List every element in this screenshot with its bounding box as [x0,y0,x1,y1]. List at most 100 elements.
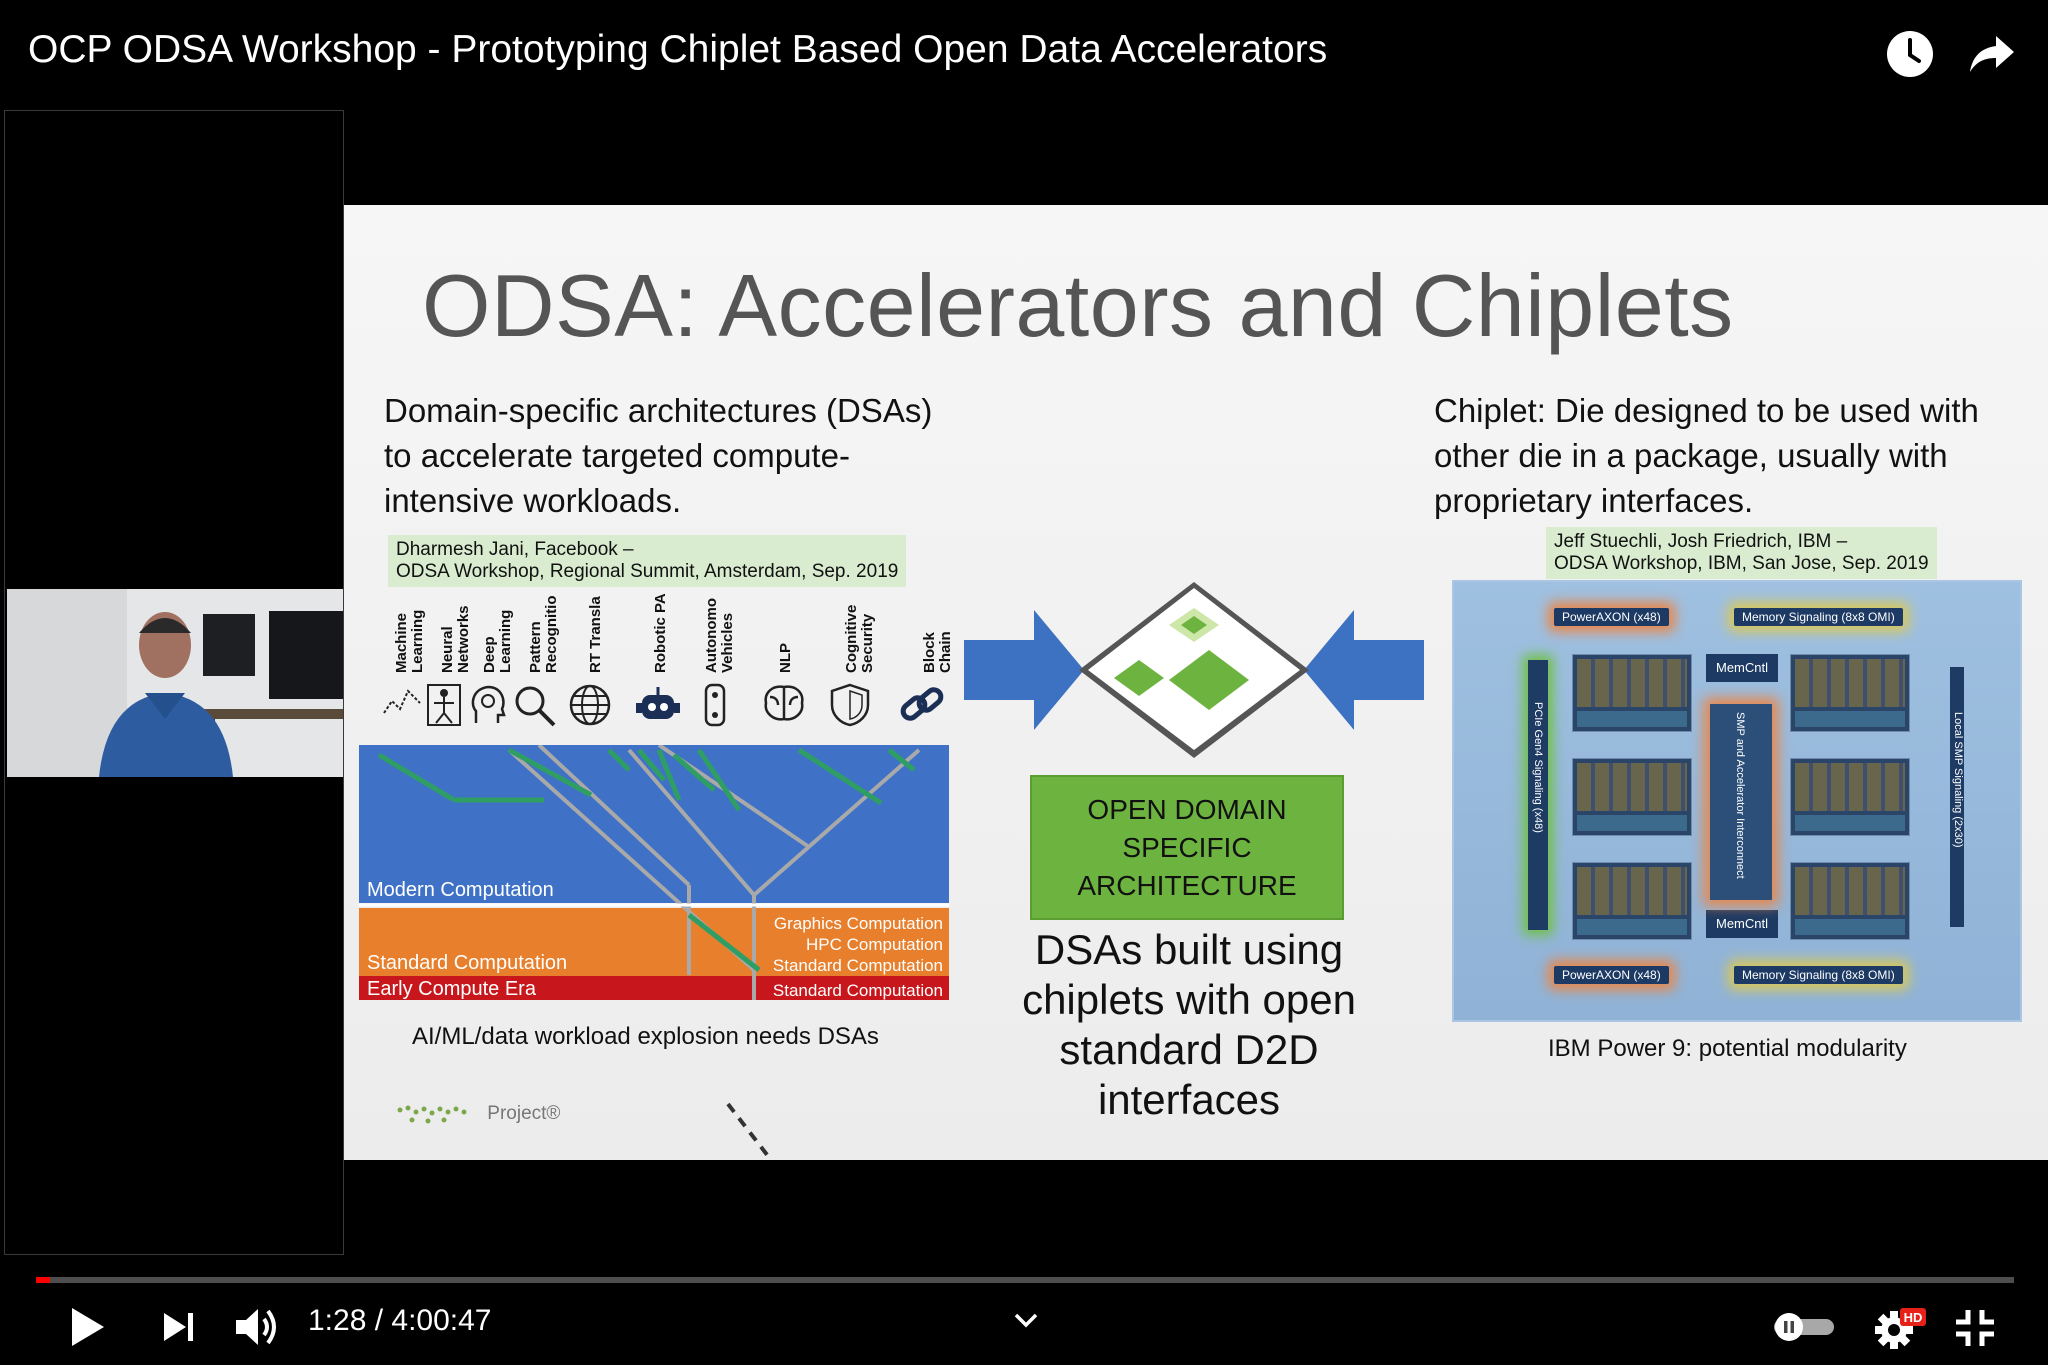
slide-decoration-mark [726,1102,770,1158]
chevron-down-icon [1014,1313,1038,1328]
exit-fullscreen-button[interactable] [1954,1308,1996,1353]
chiplet-description: Chiplet: Die designed to be used with ot… [1434,388,1979,523]
core-cluster-1 [1572,654,1692,732]
progress-bar[interactable] [36,1277,2014,1283]
title-bar: OCP ODSA Workshop - Prototyping Chiplet … [0,0,2048,110]
early-compute-label: Early Compute Era [367,978,536,1000]
next-button[interactable] [162,1310,196,1349]
ibm-credit-line-2: ODSA Workshop, IBM, San Jose, Sep. 2019 [1554,553,1929,574]
memory-top-label: Memory Signaling (8x8 OMI) [1734,608,1903,626]
slide-title: ODSA: Accelerators and Chiplets [422,256,1734,355]
project-logo-text: Project® [487,1103,561,1125]
play-icon [72,1308,104,1346]
play-button[interactable] [68,1306,108,1353]
robot-icon [636,683,680,737]
credit-line-2: ODSA Workshop, Regional Summit, Amsterda… [396,561,899,582]
hd-badge: HD [1904,1310,1923,1325]
early-band [359,976,949,1000]
shield-icon [830,683,870,737]
dsa-statement-line-2: chiplets with open [1022,976,1356,1023]
dsa-statement-line-4: interfaces [1097,1076,1281,1123]
core-cluster-6 [1790,862,1910,940]
globe-icon [568,683,612,737]
standard-band [359,908,949,976]
share-icon[interactable] [1966,28,2018,80]
neural-figure-icon [426,683,462,737]
dsa-line-1: Domain-specific architectures (DSAs) [384,392,933,429]
brain-icon [762,683,806,733]
standard-computation-label: Standard Computation [367,952,568,974]
settings-button[interactable]: HD [1874,1306,1926,1355]
dsa-line-3: intensive workloads. [384,482,682,519]
autoplay-toggle[interactable] [1772,1312,1836,1347]
oda-line-3: ARCHITECTURE [1077,870,1297,901]
player-controls: 1:28 / 4:00:47 HD [0,1250,2048,1365]
ml-chart-icon [382,683,422,733]
ibm-credit-line-1: Jeff Stuechli, Josh Friedrich, IBM – [1554,531,1848,552]
exit-fullscreen-icon [1956,1310,1994,1346]
compute-evolution-diagram: Modern Computation Standard Computation … [359,745,949,1010]
core-cluster-4 [1790,654,1910,732]
local-smp-strip [1950,667,1964,927]
modern-computation-label: Modern Computation [367,879,554,901]
credit-line-1: Dharmesh Jani, Facebook – [396,539,634,560]
evolution-tree-lines [359,745,949,1000]
chiplet-line-1: Chiplet: Die designed to be used with [1434,392,1979,429]
video-title[interactable]: OCP ODSA Workshop - Prototyping Chiplet … [28,28,1328,71]
presentation-slide: ODSA: Accelerators and Chiplets Domain-s… [344,205,2048,1160]
vehicle-sensor-icon [700,683,730,737]
memory-bottom-label: Memory Signaling (8x8 OMI) [1734,966,1903,984]
graphics-computation-label: Graphics Computation [773,914,943,933]
project-logo: Project® [392,1100,560,1128]
open-domain-specific-architecture-box: OPEN DOMAIN SPECIFIC ARCHITECTURE [1030,775,1344,920]
core-cluster-3 [1572,862,1692,940]
next-icon [164,1313,193,1341]
chain-link-icon [898,683,946,737]
core-cluster-2 [1572,758,1692,836]
chiplet-line-2: other die in a package, usually with [1434,437,1948,474]
settings-icon: HD [1875,1308,1926,1349]
right-standard-computation-label: Standard Computation [772,956,943,975]
volume-icon [236,1309,276,1345]
poweraxon-bottom-label: PowerAXON (x48) [1554,966,1669,984]
dsa-caption: AI/ML/data workload explosion needs DSAs [412,1023,879,1050]
time-display: 1:28 / 4:00:47 [308,1304,492,1337]
dsa-description: Domain-specific architectures (DSAs) to … [384,388,932,523]
memcntl-top: MemCntl [1706,654,1778,682]
chiplet-line-3: proprietary interfaces. [1434,482,1754,519]
chiplet-package-graphic [964,582,1424,758]
oda-line-1: OPEN DOMAIN [1087,794,1287,825]
magnifier-icon [512,683,556,737]
ibm-power9-die-diagram: PowerAXON (x48) Memory Signaling (8x8 OM… [1452,580,2022,1022]
domain-label-robotic: Robotic PA [652,593,669,673]
webcam-panel [4,110,344,1255]
volume-button[interactable] [234,1305,282,1354]
pcie-label: PCIe Gen4 Signaling (x48) [1532,702,1544,833]
smp-interconnect-strip [1710,704,1772,900]
more-videos-chevron[interactable] [1012,1310,1040,1335]
dsa-statement-line-3: standard D2D [1059,1026,1319,1073]
memcntl-bottom: MemCntl [1706,910,1778,938]
presenter-video [7,589,343,777]
credit-ibm: Jeff Stuechli, Josh Friedrich, IBM – ODS… [1546,527,1937,579]
domain-label-rt: RT Transla [587,596,604,673]
dsa-statement-line-1: DSAs built using [1034,926,1344,973]
core-cluster-5 [1790,758,1910,836]
domain-label-nlp: NLP [777,643,794,673]
smp-interconnect-label: SMP and Accelerator Interconnect [1734,712,1746,879]
poweraxon-top-label: PowerAXON (x48) [1554,608,1669,626]
ibm-caption: IBM Power 9: potential modularity [1548,1035,1907,1062]
progress-played [36,1277,50,1283]
right-early-label: Standard Computation [772,981,943,1000]
hpc-computation-label: HPC Computation [805,935,943,954]
watch-later-icon[interactable] [1884,28,1936,80]
dsa-chiplets-statement: DSAs built using chiplets with open stan… [974,925,1404,1125]
dsa-line-2: to accelerate targeted compute- [384,437,850,474]
credit-facebook: Dharmesh Jani, Facebook – ODSA Workshop,… [388,535,907,587]
